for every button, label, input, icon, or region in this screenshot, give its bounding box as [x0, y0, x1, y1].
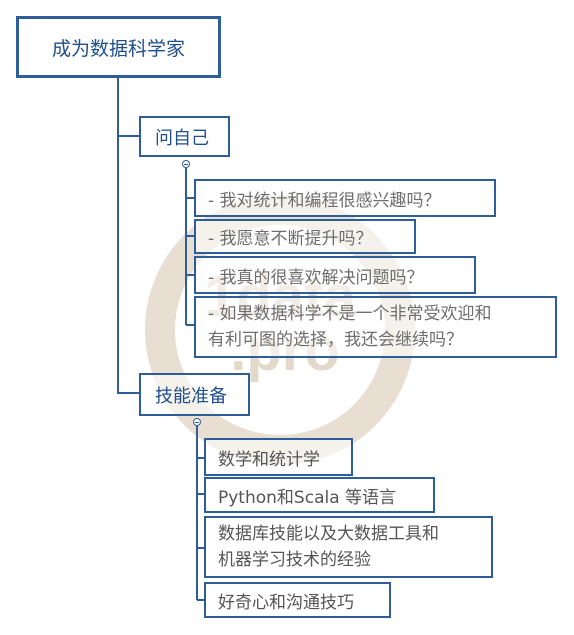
skill-text-line: 机器学习技术的经验 [218, 550, 371, 570]
branch-label: 问自己 [155, 127, 209, 149]
skill-text: Python和Scala 等语言 [218, 487, 397, 508]
root-node[interactable]: 成为数据科学家 [16, 16, 221, 78]
question-text: - 我对统计和编程很感兴趣吗？ [208, 190, 441, 211]
collapse-toggle-icon[interactable] [193, 418, 201, 426]
question-text: - 我愿意不断提升吗？ [208, 229, 373, 249]
skill-item[interactable]: Python和Scala 等语言 [204, 477, 435, 513]
skill-text: 数学和统计学 [218, 449, 320, 470]
root-label: 成为数据科学家 [51, 37, 185, 60]
branch-label: 技能准备 [155, 385, 227, 407]
question-item[interactable]: - 我真的很喜欢解决问题吗？ [194, 256, 476, 294]
question-text-line: 有利可图的选择，我还会继续吗？ [208, 330, 463, 350]
branch-ask-yourself[interactable]: 问自己 [139, 116, 230, 157]
question-item[interactable]: - 如果数据科学不是一个非常受欢迎和 有利可图的选择，我还会继续吗？ [194, 296, 557, 358]
collapse-toggle-icon[interactable] [182, 160, 190, 168]
branch-skill-prep[interactable]: 技能准备 [139, 373, 250, 416]
skill-item[interactable]: 好奇心和沟通技巧 [204, 582, 391, 618]
question-item[interactable]: - 我对统计和编程很感兴趣吗？ [194, 179, 496, 217]
question-text-line: - 如果数据科学不是一个非常受欢迎和 [208, 304, 492, 324]
question-item[interactable]: - 我愿意不断提升吗？ [194, 219, 416, 254]
skill-text-line: 数据库技能以及大数据工具和 [218, 524, 439, 544]
skill-item[interactable]: 数学和统计学 [204, 438, 353, 476]
skill-item[interactable]: 数据库技能以及大数据工具和 机器学习技术的经验 [204, 516, 493, 578]
question-text: - 我真的很喜欢解决问题吗？ [208, 267, 424, 288]
skill-text: 好奇心和沟通技巧 [218, 592, 354, 613]
